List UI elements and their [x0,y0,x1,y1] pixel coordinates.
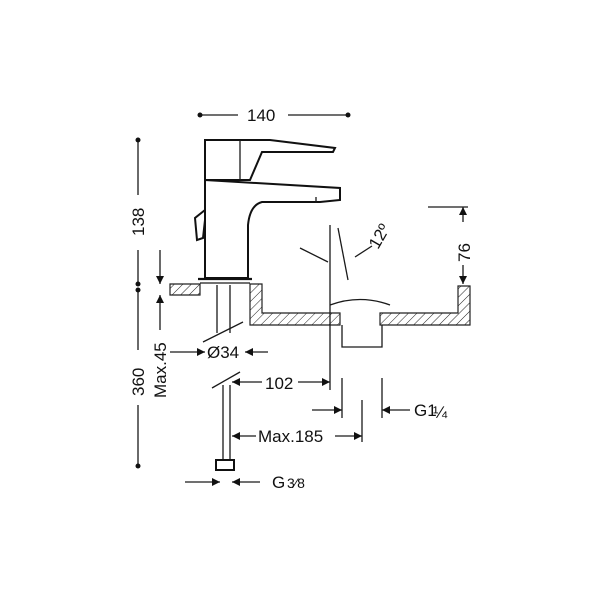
diameter-dimension: Ø34 [170,343,268,362]
deck-thickness-dimension: Max.45 [151,250,170,398]
reach-dimension: 102 [232,374,330,393]
dim-g38-label: G [272,473,285,492]
total-height-dimension: 360 [129,287,148,469]
dim-g1-label: G1 [414,401,437,420]
dim-g38-fraction: 3⁄8 [287,475,305,491]
supply-pipes [202,285,244,471]
spout-centerline [299,225,373,390]
dim-max185-label: Max.185 [258,427,323,446]
tap-height-dimension: 138 [129,137,148,287]
dim-diameter-label: Ø34 [207,343,239,362]
dim-140-label: 140 [247,106,275,125]
dim-g1-fraction: ¼ [433,403,448,422]
dim-102-label: 102 [265,374,293,393]
dim-360-label: 360 [129,368,148,396]
top-width-dimension: 140 [197,106,351,125]
outlet-thread-dimension: G1 ¼ [312,378,448,422]
faucet-body [193,139,341,284]
max-reach-dimension: Max.185 [232,400,363,446]
countertop-section [169,283,471,348]
inlet-thread-dimension: G 3⁄8 [185,473,305,492]
spout-height-dimension: 76 [428,206,474,284]
dim-max45-label: Max.45 [151,342,170,398]
dim-76-label: 76 [455,243,474,262]
dim-138-label: 138 [129,208,148,236]
